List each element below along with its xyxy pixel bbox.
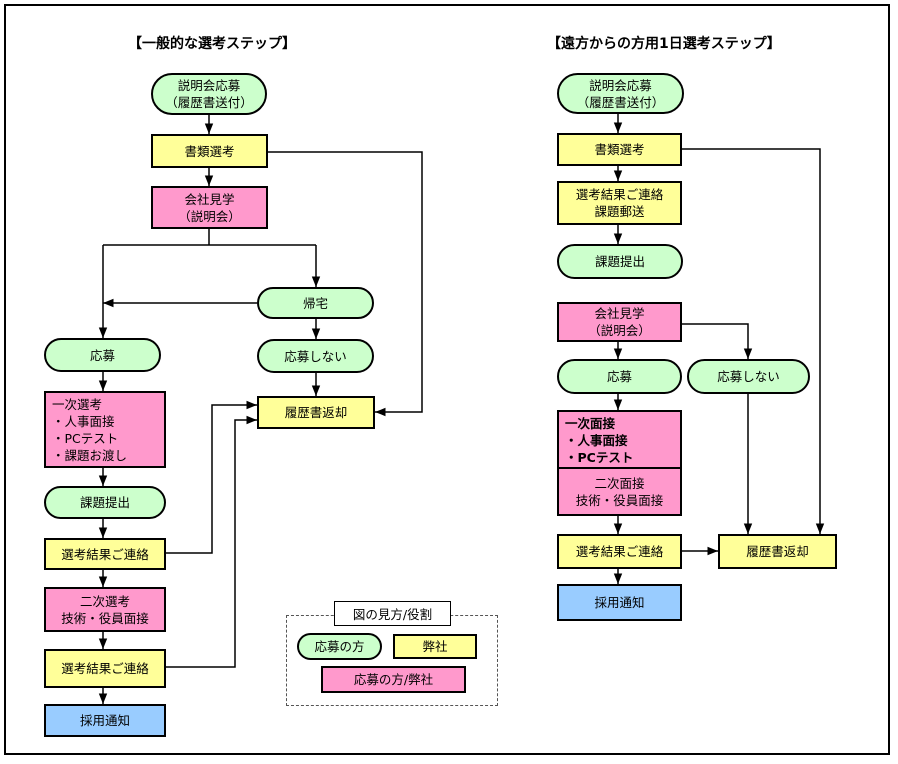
right-node-hire-notice: 採用通知 xyxy=(557,584,682,621)
left-node-not-apply: 応募しない xyxy=(257,339,374,373)
right-node-submit-assignment: 課題提出 xyxy=(557,244,683,279)
left-node-second-selection: 二次選考 技術・役員面接 xyxy=(44,587,166,632)
legend-applicant: 応募の方 xyxy=(297,633,382,660)
left-node-company-visit: 会社見学 （説明会） xyxy=(151,186,268,229)
right-arrow-to-noapply xyxy=(682,323,753,359)
left-node-submit-assignment: 課題提出 xyxy=(44,486,166,519)
right-node-not-apply: 応募しない xyxy=(687,359,810,394)
legend-title: 図の見方/役割 xyxy=(334,601,451,626)
right-node-first-interview: 一次面接 ・人事面接 ・PCテスト xyxy=(557,410,682,469)
left-node-apply: 応募 xyxy=(44,338,161,372)
legend-company: 弊社 xyxy=(393,634,477,659)
legend-applicant-and-company: 応募の方/弊社 xyxy=(321,666,466,693)
left-node-result-notice-1: 選考結果ご連絡 xyxy=(44,538,166,570)
right-node-resume-return: 履歴書返却 xyxy=(718,534,837,569)
left-node-result-notice-2: 選考結果ご連絡 xyxy=(44,649,166,688)
left-arrow-result2-to-return xyxy=(166,415,257,668)
left-flow-title: 【一般的な選考ステップ】 xyxy=(128,36,296,52)
left-arrow-docs-to-return xyxy=(268,151,423,417)
right-arrow-docs-to-return xyxy=(682,148,825,534)
right-flow-title: 【遠方からの方用1日選考ステップ】 xyxy=(547,36,781,52)
right-node-second-interview: 二次面接 技術・役員面接 xyxy=(557,467,682,516)
left-arrow-result1-to-return xyxy=(166,400,257,554)
right-node-apply: 応募 xyxy=(557,359,682,394)
left-node-hire-notice: 採用通知 xyxy=(44,704,166,737)
left-node-briefing-apply: 説明会応募 （履歴書送付） xyxy=(151,73,267,115)
left-node-document-screening: 書類選考 xyxy=(151,134,268,168)
outer-frame xyxy=(4,4,890,755)
left-node-resume-return: 履歴書返却 xyxy=(257,396,375,429)
right-node-briefing-apply: 説明会応募 （履歴書送付） xyxy=(557,73,684,114)
right-node-result-notice: 選考結果ご連絡 xyxy=(557,534,682,569)
right-node-document-screening: 書類選考 xyxy=(557,133,682,166)
right-node-company-visit: 会社見学 （説明会） xyxy=(557,302,682,342)
left-node-go-home: 帰宅 xyxy=(257,287,374,319)
left-node-first-selection: 一次選考 ・人事面接 ・PCテスト ・課題お渡し xyxy=(44,391,166,468)
right-node-result-and-assignment-mail: 選考結果ご連絡 課題郵送 xyxy=(557,181,682,225)
